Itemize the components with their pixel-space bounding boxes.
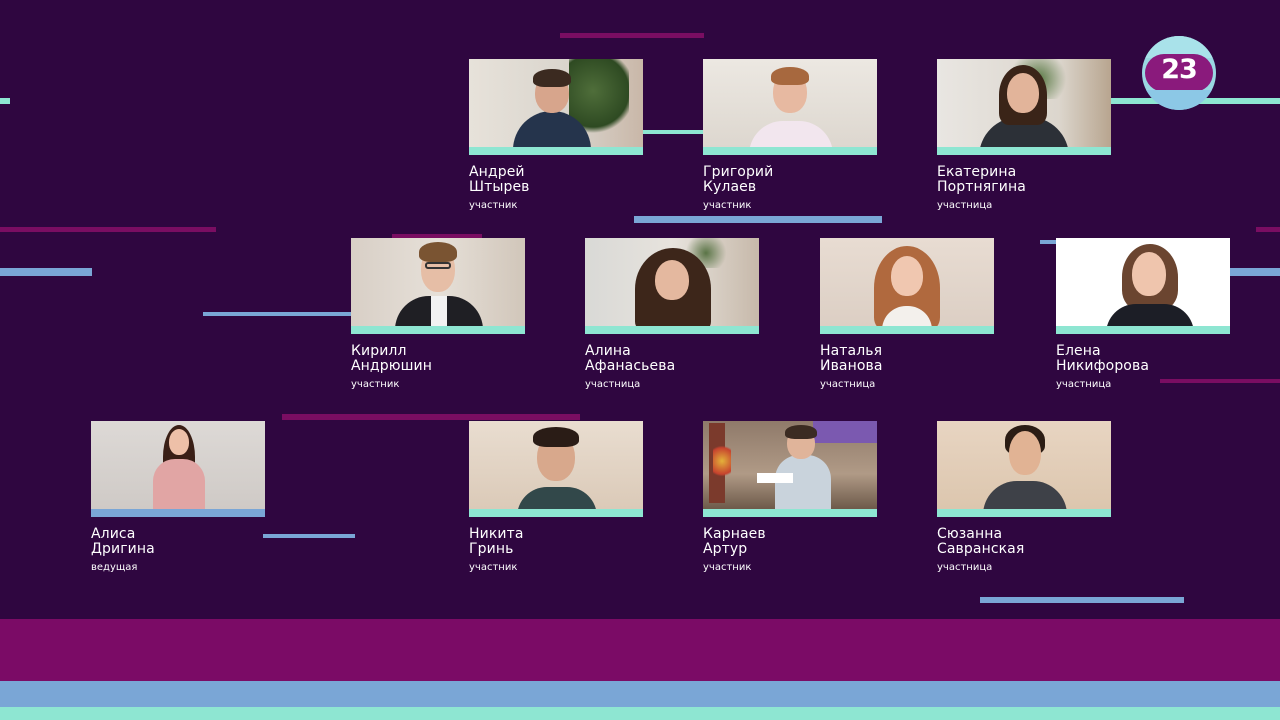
participant-first-name: Сюзанна: [937, 526, 1003, 542]
participant-role: участница: [820, 379, 876, 390]
channel-logo-text: 23: [1161, 54, 1198, 85]
deco-line: [392, 234, 482, 238]
participant-tile: Алина Афанасьева участница: [585, 238, 759, 391]
deco-line: [0, 268, 92, 276]
video-feed: [91, 421, 265, 517]
deco-line: [560, 33, 704, 38]
participant-first-name: Кирилл: [351, 343, 407, 359]
participant-last-name: Артур: [703, 541, 748, 557]
participant-last-name: Кулаев: [703, 179, 757, 195]
video-feed: [1056, 238, 1230, 334]
video-feed: [820, 238, 994, 334]
bottom-band-blue: [0, 681, 1280, 707]
participant-first-name: Никита: [469, 526, 524, 542]
participant-first-name: Алина: [585, 343, 631, 359]
participant-tile: Кирилл Андрюшин участник: [351, 238, 525, 391]
participant-first-name: Григорий: [703, 164, 774, 180]
deco-line: [0, 98, 10, 104]
participant-last-name: Андрюшин: [351, 358, 432, 374]
participant-tile: Наталья Иванова участница: [820, 238, 994, 391]
deco-line: [640, 130, 704, 134]
video-feed: [351, 238, 525, 334]
participant-last-name: Савранская: [937, 541, 1025, 557]
participant-role: участница: [585, 379, 641, 390]
deco-line: [1256, 227, 1280, 232]
video-feed: [469, 59, 643, 155]
participant-tile: Елена Никифорова участница: [1056, 238, 1230, 391]
video-feed: [937, 59, 1111, 155]
participant-role: ведущая: [91, 562, 138, 573]
bottom-band-magenta: [0, 619, 1280, 681]
participant-role: участник: [703, 562, 752, 573]
participant-last-name: Никифорова: [1056, 358, 1149, 374]
participant-last-name: Иванова: [820, 358, 883, 374]
deco-line: [980, 597, 1184, 603]
participant-role: участник: [469, 562, 518, 573]
participant-tile: Екатерина Портнягина участница: [937, 59, 1111, 212]
deco-line: [282, 414, 580, 420]
deco-line: [1230, 268, 1280, 276]
participant-tile: Карнаев Артур участник: [703, 421, 877, 574]
participant-role: участница: [937, 562, 993, 573]
participant-tile: Никита Гринь участник: [469, 421, 643, 574]
deco-line: [1040, 240, 1058, 244]
participant-first-name: Андрей: [469, 164, 525, 180]
participant-role: участница: [1056, 379, 1112, 390]
participant-tile: Сюзанна Савранская участница: [937, 421, 1111, 574]
participant-role: участник: [351, 379, 400, 390]
participant-first-name: Елена: [1056, 343, 1101, 359]
participant-first-name: Екатерина: [937, 164, 1017, 180]
participant-role: участник: [703, 200, 752, 211]
host-tile: Алиса Дригина ведущая: [91, 421, 265, 574]
deco-line: [263, 534, 355, 538]
deco-line: [634, 216, 882, 223]
channel-logo: 23: [1142, 36, 1216, 110]
video-feed: [937, 421, 1111, 517]
participant-last-name: Штырев: [469, 179, 530, 195]
participant-role: участница: [937, 200, 993, 211]
video-feed: [703, 421, 877, 517]
participant-tile: Андрей Штырев участник: [469, 59, 643, 212]
participant-last-name: Портнягина: [937, 179, 1026, 195]
video-feed: [703, 59, 877, 155]
bottom-band-mint: [0, 707, 1280, 720]
participant-first-name: Карнаев: [703, 526, 766, 542]
deco-line: [0, 227, 216, 232]
participant-last-name: Афанасьева: [585, 358, 676, 374]
participant-last-name: Дригина: [91, 541, 155, 557]
video-feed: [469, 421, 643, 517]
participant-first-name: Алиса: [91, 526, 136, 542]
participant-role: участник: [469, 200, 518, 211]
deco-line: [203, 312, 351, 316]
participant-last-name: Гринь: [469, 541, 514, 557]
participant-tile: Григорий Кулаев участник: [703, 59, 877, 212]
participant-first-name: Наталья: [820, 343, 883, 359]
video-feed: [585, 238, 759, 334]
deco-line: [1160, 379, 1280, 383]
